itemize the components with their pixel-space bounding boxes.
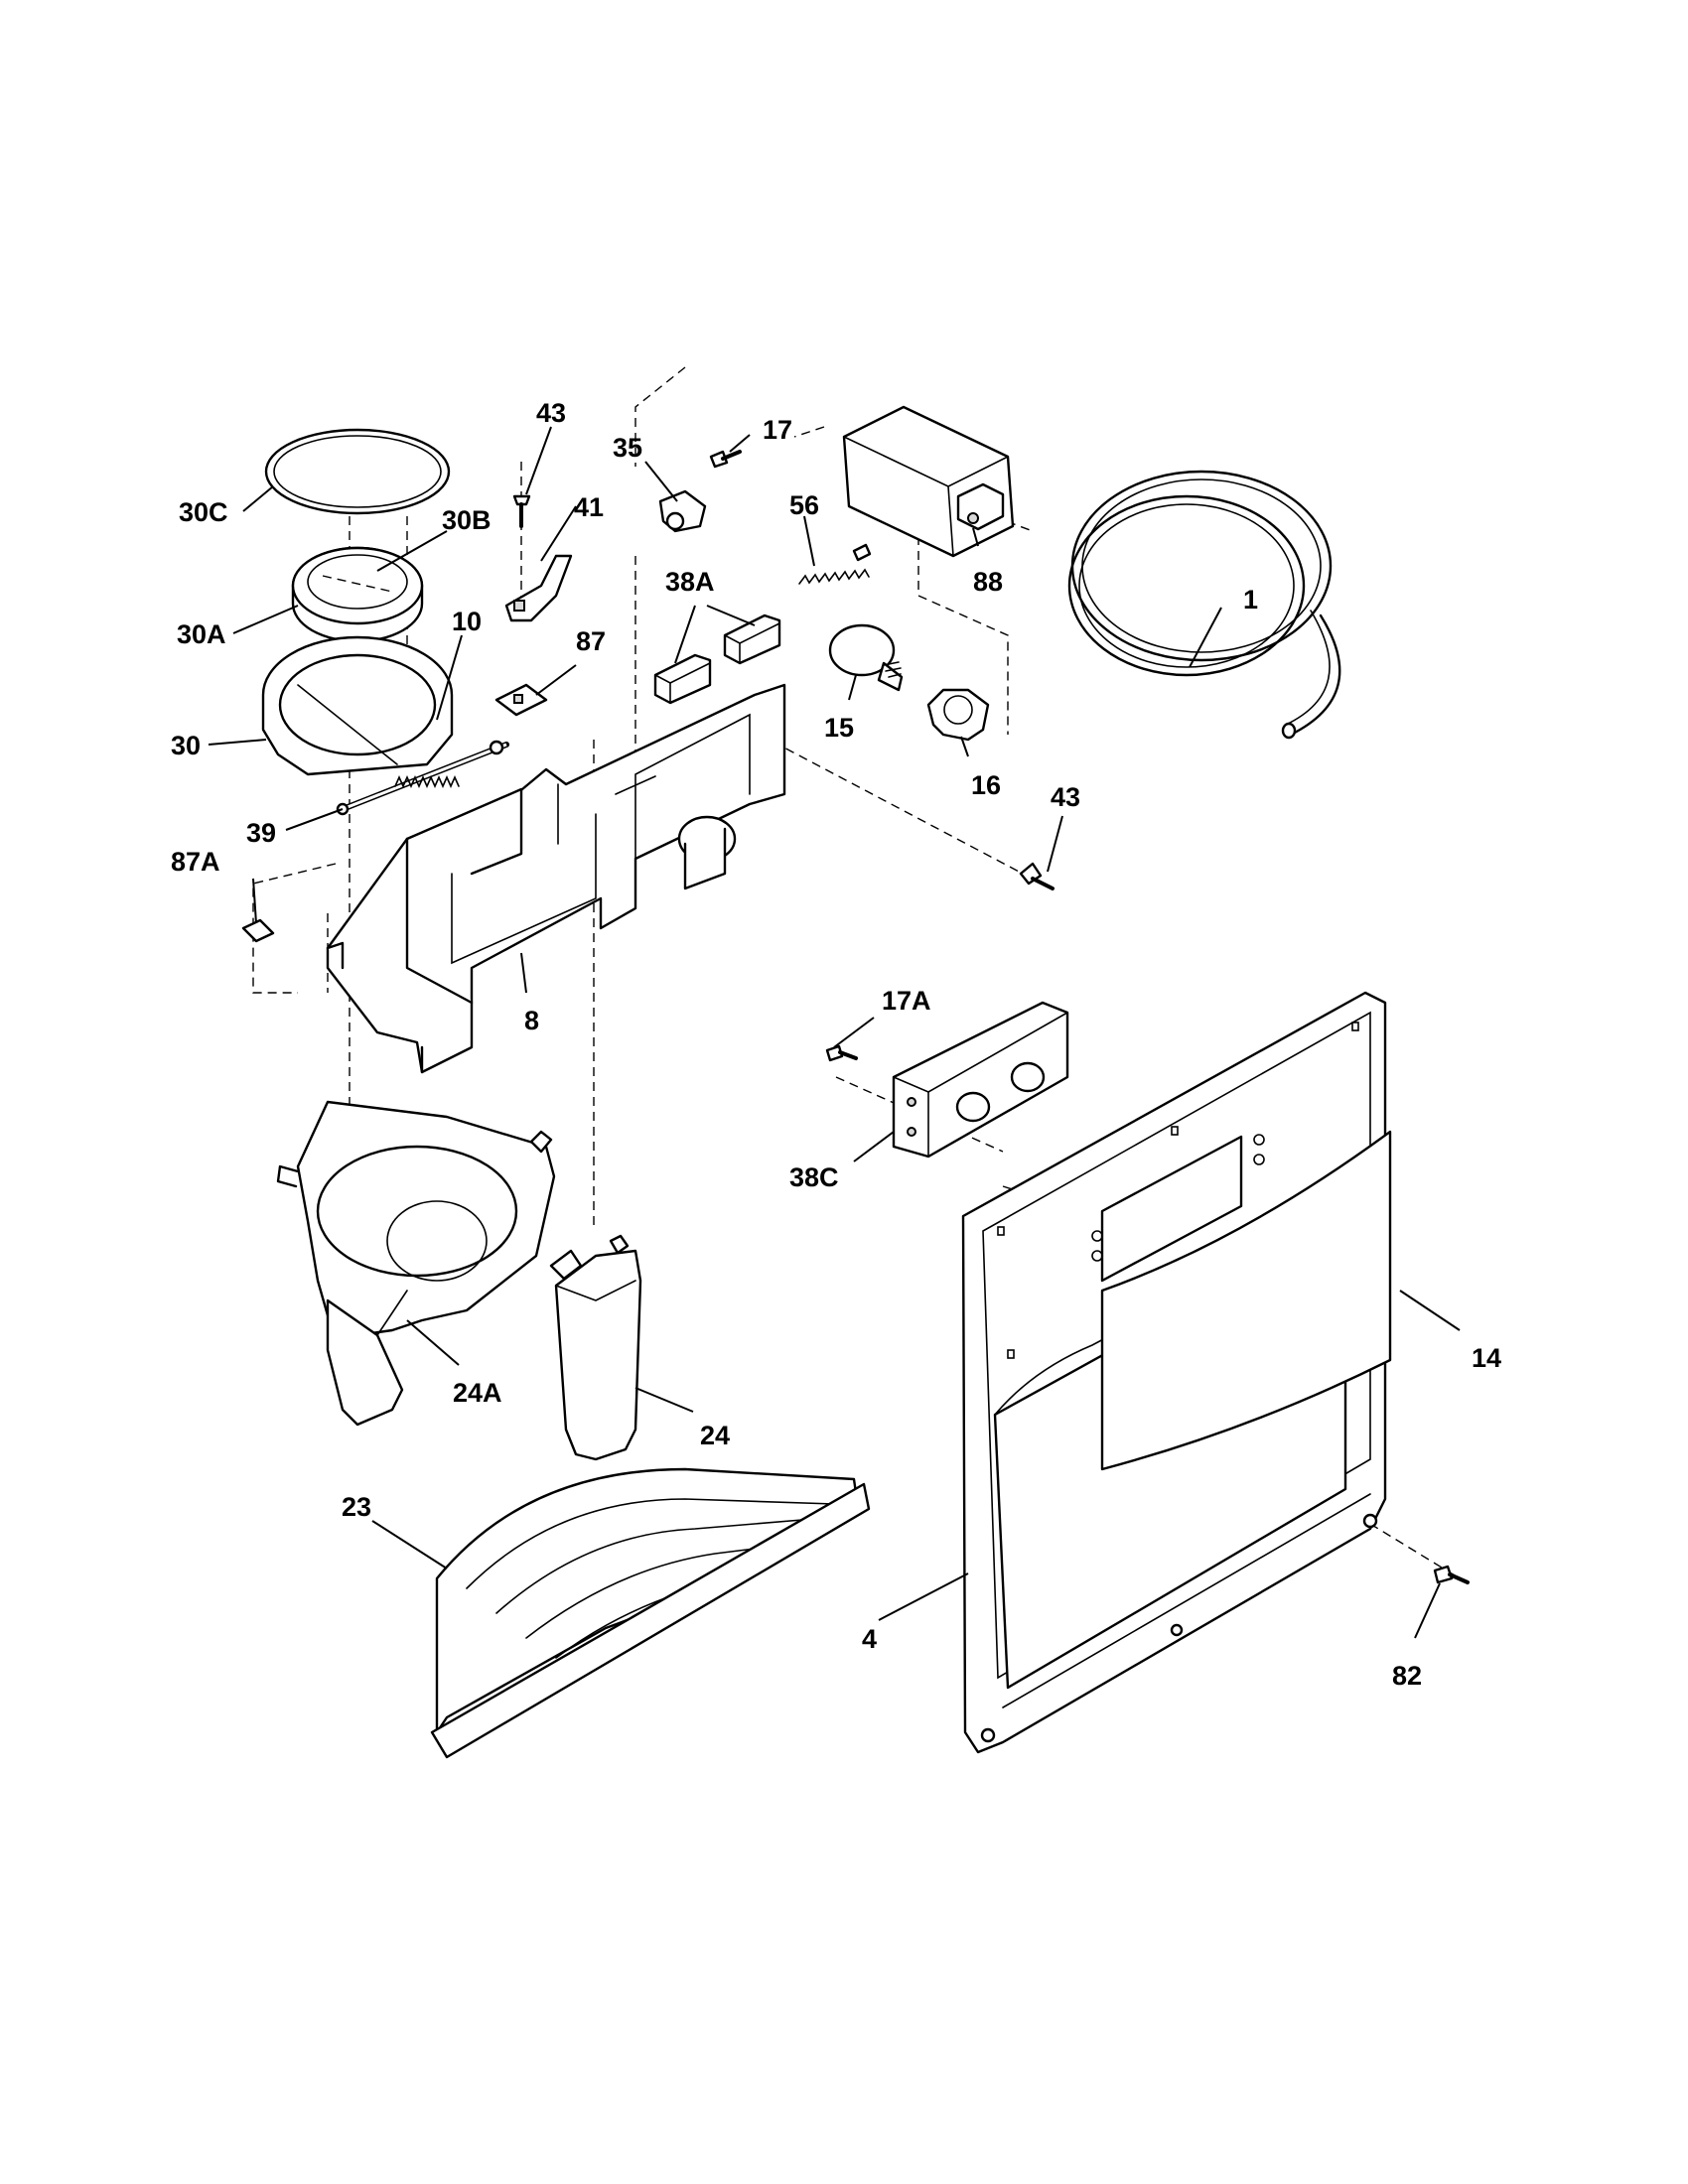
screw-43-top — [512, 494, 531, 528]
ice-chute-24a — [276, 1100, 556, 1427]
callout-4: 4 — [862, 1624, 877, 1654]
callout-41: 41 — [574, 492, 604, 522]
callout-87: 87 — [576, 626, 606, 656]
callout-43-top: 43 — [536, 398, 566, 428]
callout-43-right: 43 — [1051, 782, 1080, 812]
callout-10: 10 — [452, 607, 482, 636]
callout-87a: 87A — [171, 847, 220, 877]
shaft-and-spring-39-10 — [336, 740, 509, 816]
switch-35 — [658, 489, 707, 533]
callout-8: 8 — [524, 1006, 539, 1035]
bulb-15 — [828, 623, 904, 692]
switch-bracket-38c — [892, 1001, 1069, 1159]
callout-56: 56 — [789, 490, 819, 520]
callout-39: 39 — [246, 818, 276, 848]
pad-87 — [494, 683, 548, 717]
ring-frame-30 — [261, 635, 454, 776]
callout-38a: 38A — [665, 567, 715, 597]
callout-15: 15 — [824, 713, 854, 743]
gasket-ring-30c — [264, 428, 451, 515]
callout-labels: 43 30C 30B 30A 10 30 39 87A 35 17 41 87 … — [171, 398, 1501, 1691]
callout-30: 30 — [171, 731, 201, 760]
callout-82: 82 — [1392, 1661, 1422, 1691]
callout-30b: 30B — [442, 505, 492, 535]
screw-56 — [798, 543, 872, 585]
callout-23: 23 — [342, 1492, 371, 1522]
leader-lines — [208, 426, 1461, 1639]
actuator-paddle-24 — [549, 1234, 642, 1461]
bracket-41 — [504, 554, 573, 622]
callout-1: 1 — [1243, 585, 1258, 614]
callout-16: 16 — [971, 770, 1001, 800]
callout-38c: 38C — [789, 1162, 839, 1192]
switch-38a-left — [653, 653, 712, 705]
socket-16 — [926, 688, 990, 742]
front-panel-14 — [1100, 1130, 1392, 1471]
tubing-coil-1 — [1067, 470, 1341, 740]
callout-24: 24 — [700, 1421, 730, 1450]
callout-24a: 24A — [453, 1378, 502, 1408]
drip-tray-23 — [430, 1467, 871, 1759]
screw-82 — [1433, 1565, 1470, 1584]
switch-38a-right — [723, 614, 781, 665]
dispenser-housing-8 — [326, 683, 786, 1074]
callout-30a: 30A — [177, 619, 226, 649]
clip-87a — [241, 918, 275, 943]
lens-assembly-30a — [291, 546, 424, 643]
callout-17: 17 — [763, 415, 792, 445]
callout-88: 88 — [973, 567, 1003, 597]
callout-35: 35 — [613, 433, 642, 463]
screw-17 — [709, 450, 742, 469]
callout-17a: 17A — [882, 986, 931, 1016]
cover-88 — [842, 405, 1015, 558]
callout-14: 14 — [1472, 1343, 1501, 1373]
callout-30c: 30C — [179, 497, 228, 527]
screw-17a — [825, 1044, 858, 1062]
screw-43-right — [1019, 862, 1055, 890]
